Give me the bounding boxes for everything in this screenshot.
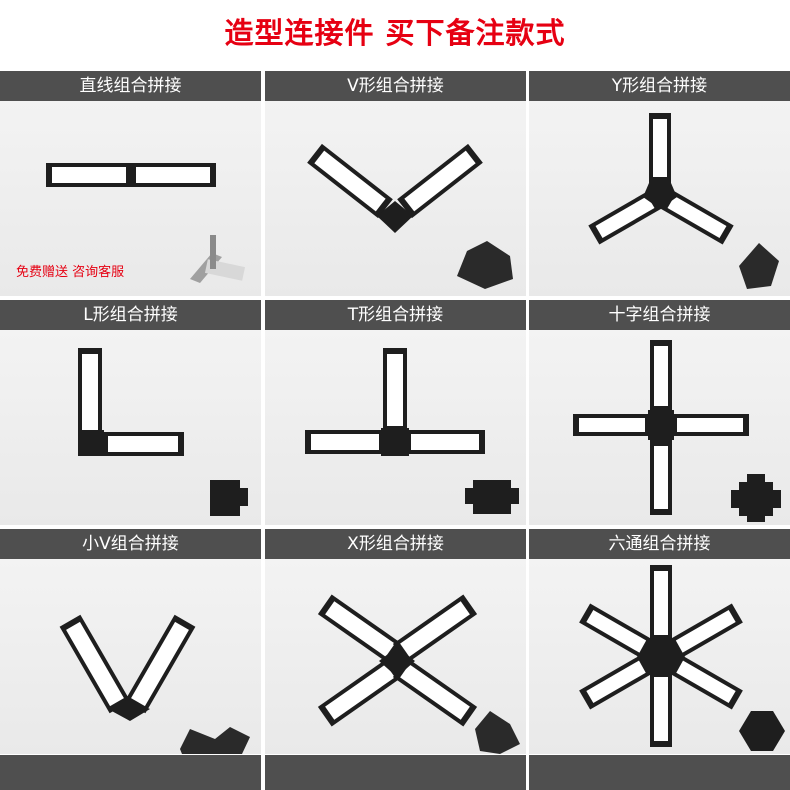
light-bar [650, 340, 672, 412]
option-y-shape[interactable]: Y形组合拼接 [529, 71, 790, 296]
option-l-shape[interactable]: L形组合拼接 [0, 300, 261, 525]
light-bar [317, 594, 403, 664]
light-bar [46, 163, 132, 187]
option-t-shape[interactable]: T形组合拼接 [265, 300, 526, 525]
option-label: 直线组合拼接 [0, 71, 261, 101]
product-image-x-shape [265, 559, 526, 754]
x-connector [379, 647, 415, 677]
option-label: 六通组合拼接 [529, 529, 790, 559]
l-connector [78, 430, 104, 456]
light-bar [649, 113, 671, 183]
light-bar [588, 189, 662, 245]
light-bar [573, 414, 651, 436]
option-six-way[interactable]: 六通组合拼接 [529, 529, 790, 754]
option-label: Y形组合拼接 [529, 71, 790, 101]
bottom-bar [0, 755, 261, 790]
six-way-connector-icon [739, 711, 785, 751]
option-v-shape[interactable]: V形组合拼接 [265, 71, 526, 296]
option-label: X形组合拼接 [265, 529, 526, 559]
x-connector-icon [475, 711, 520, 754]
option-small-v[interactable]: 小V组合拼接 [0, 529, 261, 754]
light-bar [59, 614, 131, 714]
light-bar [130, 163, 216, 187]
product-image-l-shape [0, 330, 261, 525]
option-label: 十字组合拼接 [529, 300, 790, 330]
bottom-bar [265, 755, 526, 790]
straight-connector-icon [190, 235, 246, 283]
light-bar [405, 430, 485, 454]
t-connector [381, 428, 409, 456]
option-straight[interactable]: 直线组合拼接 免费赠送 咨询客服 [0, 71, 261, 296]
light-bar [124, 614, 196, 714]
page-title: 造型连接件 买下备注款式 [224, 16, 566, 50]
l-connector-icon [210, 480, 248, 516]
product-image-small-v [0, 559, 261, 754]
option-label: V形组合拼接 [265, 71, 526, 101]
light-bar [650, 440, 672, 515]
light-bar [650, 671, 672, 747]
light-bar [650, 565, 672, 641]
product-image-v-shape [265, 101, 526, 296]
light-bar [660, 189, 734, 245]
option-x-shape[interactable]: X形组合拼接 [265, 529, 526, 754]
light-bar [102, 432, 184, 456]
v-connector [377, 201, 413, 233]
product-image-cross [529, 330, 790, 525]
v-connector-icon [457, 241, 513, 289]
option-label: T形组合拼接 [265, 300, 526, 330]
light-bar [317, 657, 403, 727]
small-v-connector-icon [180, 727, 250, 754]
option-label: L形组合拼接 [0, 300, 261, 330]
y-connector [643, 183, 677, 209]
product-image-straight: 免费赠送 咨询客服 [0, 101, 261, 296]
y-connector-icon [739, 243, 779, 289]
light-bar [397, 143, 483, 219]
t-connector-icon [465, 480, 519, 514]
light-bar [305, 430, 385, 454]
product-image-six-way [529, 559, 790, 754]
light-bar [383, 348, 407, 432]
cross-connector-icon [731, 474, 781, 522]
option-cross[interactable]: 十字组合拼接 [529, 300, 790, 525]
light-bar [671, 414, 749, 436]
light-bar [392, 657, 478, 727]
six-way-connector [637, 639, 685, 675]
product-image-t-shape [265, 330, 526, 525]
product-image-y-shape [529, 101, 790, 296]
small-v-connector [108, 699, 150, 721]
gift-note: 免费赠送 咨询客服 [16, 265, 125, 280]
bottom-bar [529, 755, 790, 790]
light-bar [307, 143, 393, 219]
cross-connector [648, 410, 674, 440]
light-bar [392, 594, 478, 664]
option-label: 小V组合拼接 [0, 529, 261, 559]
